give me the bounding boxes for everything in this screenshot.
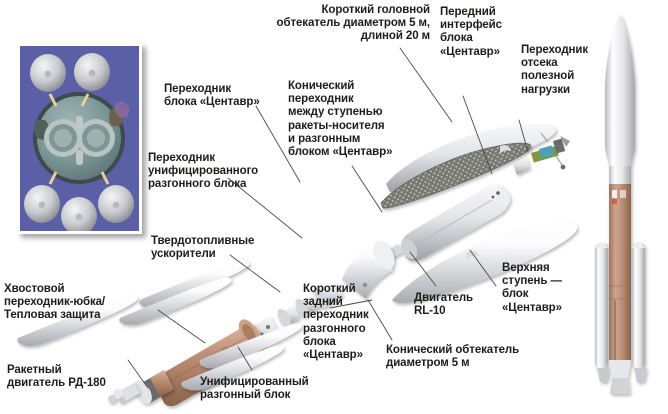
label-unified-upper-stage-adapter: Переходник унифицированного разгонного б…: [148, 152, 259, 191]
centaur-brackets: [466, 145, 511, 260]
label-aft-skirt-thermal-protection: Хвостовой переходник-юбка/ Тепловая защи…: [4, 283, 106, 322]
label-short-payload-fairing: Короткий головной обтекатель диаметром 5…: [276, 4, 431, 43]
conical-interstage: [342, 241, 395, 299]
label-short-aft-adapter-centaur: Короткий задний переходник разгонного бл…: [303, 283, 369, 362]
label-payload-bay-adapter: Переходник отсека полезной нагрузки: [521, 44, 588, 96]
label-centaur-adapter: Переходник блока «Центавр»: [164, 83, 260, 109]
label-conical-interstage-adapter: Конический переходник между ступенью рак…: [288, 80, 393, 159]
label-rd-180-engine: Ракетный двигатель РД-180: [7, 364, 106, 390]
adapter-rings: [277, 282, 343, 328]
payload-satellite: [531, 132, 570, 170]
label-centaur-forward-interface: Передний интерфейс блока «Центавр»: [440, 6, 502, 58]
inset-artwork: [24, 53, 134, 231]
label-solid-rocket-boosters: Твердотопливные ускорители: [151, 235, 255, 261]
rd-180-engine: [108, 383, 140, 404]
assembled-launch-vehicle: [595, 14, 647, 394]
solid-rocket-boosters: [17, 260, 302, 391]
payload-bay-adapter-part: [513, 157, 530, 175]
fairing-half-lower: [392, 221, 578, 304]
label-conical-fairing-5m: Конический обтекатель диаметром 5 м: [386, 344, 520, 370]
label-rl-10-engine: Двигатель RL-10: [414, 292, 474, 318]
engine-cluster-inset: [17, 43, 142, 234]
label-upper-stage-centaur: Верхняя ступень — блок «Центавр»: [502, 262, 562, 314]
fairing-half-inner-hatched: [380, 142, 532, 209]
label-unified-upper-stage: Унифицированный разгонный блок: [200, 376, 309, 402]
leader-lines: [127, 47, 529, 389]
exploded-assembly: ATLAS V 551: [17, 124, 578, 407]
inset-plate: [20, 46, 139, 231]
aft-skirt-thermal-protection: [134, 370, 174, 404]
